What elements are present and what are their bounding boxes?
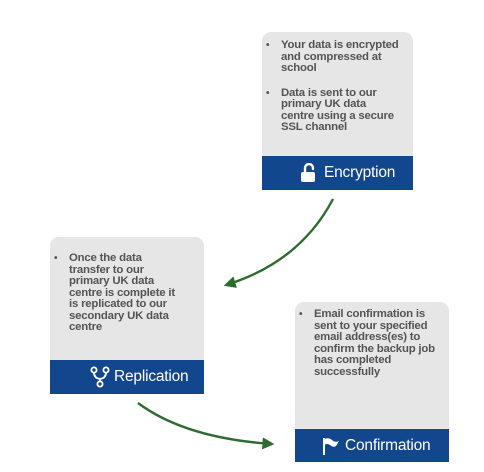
confirmation-bullet-1-text: Email confirmation is sent to your speci… [314,308,435,378]
bullet-icon: • [54,253,58,264]
bullet-icon: • [299,309,303,320]
encryption-footer: Encryption [262,156,413,190]
replication-bullet-1: • Once the data transfer to our primary … [50,252,204,334]
encryption-bullet-1: • Your data is encrypted and compressed … [262,39,413,75]
replication-bullet-1-text: Once the data transfer to our primary UK… [69,252,175,333]
replication-footer: Replication [50,360,204,394]
encryption-bullet-2: • Data is sent to our primary UK data ce… [262,86,413,134]
arrow-replication-to-confirmation [137,402,275,450]
branch-icon [90,366,110,388]
encryption-label: Encryption [324,164,396,181]
encryption-bullet-1-text: Your data is encrypted and compressed at… [281,39,399,74]
replication-label: Replication [114,368,189,385]
confirmation-label: Confirmation [345,436,431,454]
arrow-encryption-to-replication [223,198,335,288]
padlock-open-icon [301,163,315,182]
encryption-bullet-2-text: Data is sent to our primary UK data cent… [281,86,394,133]
bullet-icon: • [266,40,270,51]
encryption-card: • Your data is encrypted and compressed … [262,32,413,190]
replication-bullet-list: • Once the data transfer to our primary … [50,237,204,334]
confirmation-bullet-list: • Email confirmation is sent to your spe… [295,302,449,378]
bullet-icon: • [266,87,270,99]
confirmation-bullet-1: • Email confirmation is sent to your spe… [295,308,449,378]
encryption-bullet-list: • Your data is encrypted and compressed … [262,32,413,134]
confirmation-card: • Email confirmation is sent to your spe… [295,302,449,462]
flag-icon [323,437,339,455]
replication-card: • Once the data transfer to our primary … [50,237,204,394]
confirmation-footer: Confirmation [295,429,449,462]
